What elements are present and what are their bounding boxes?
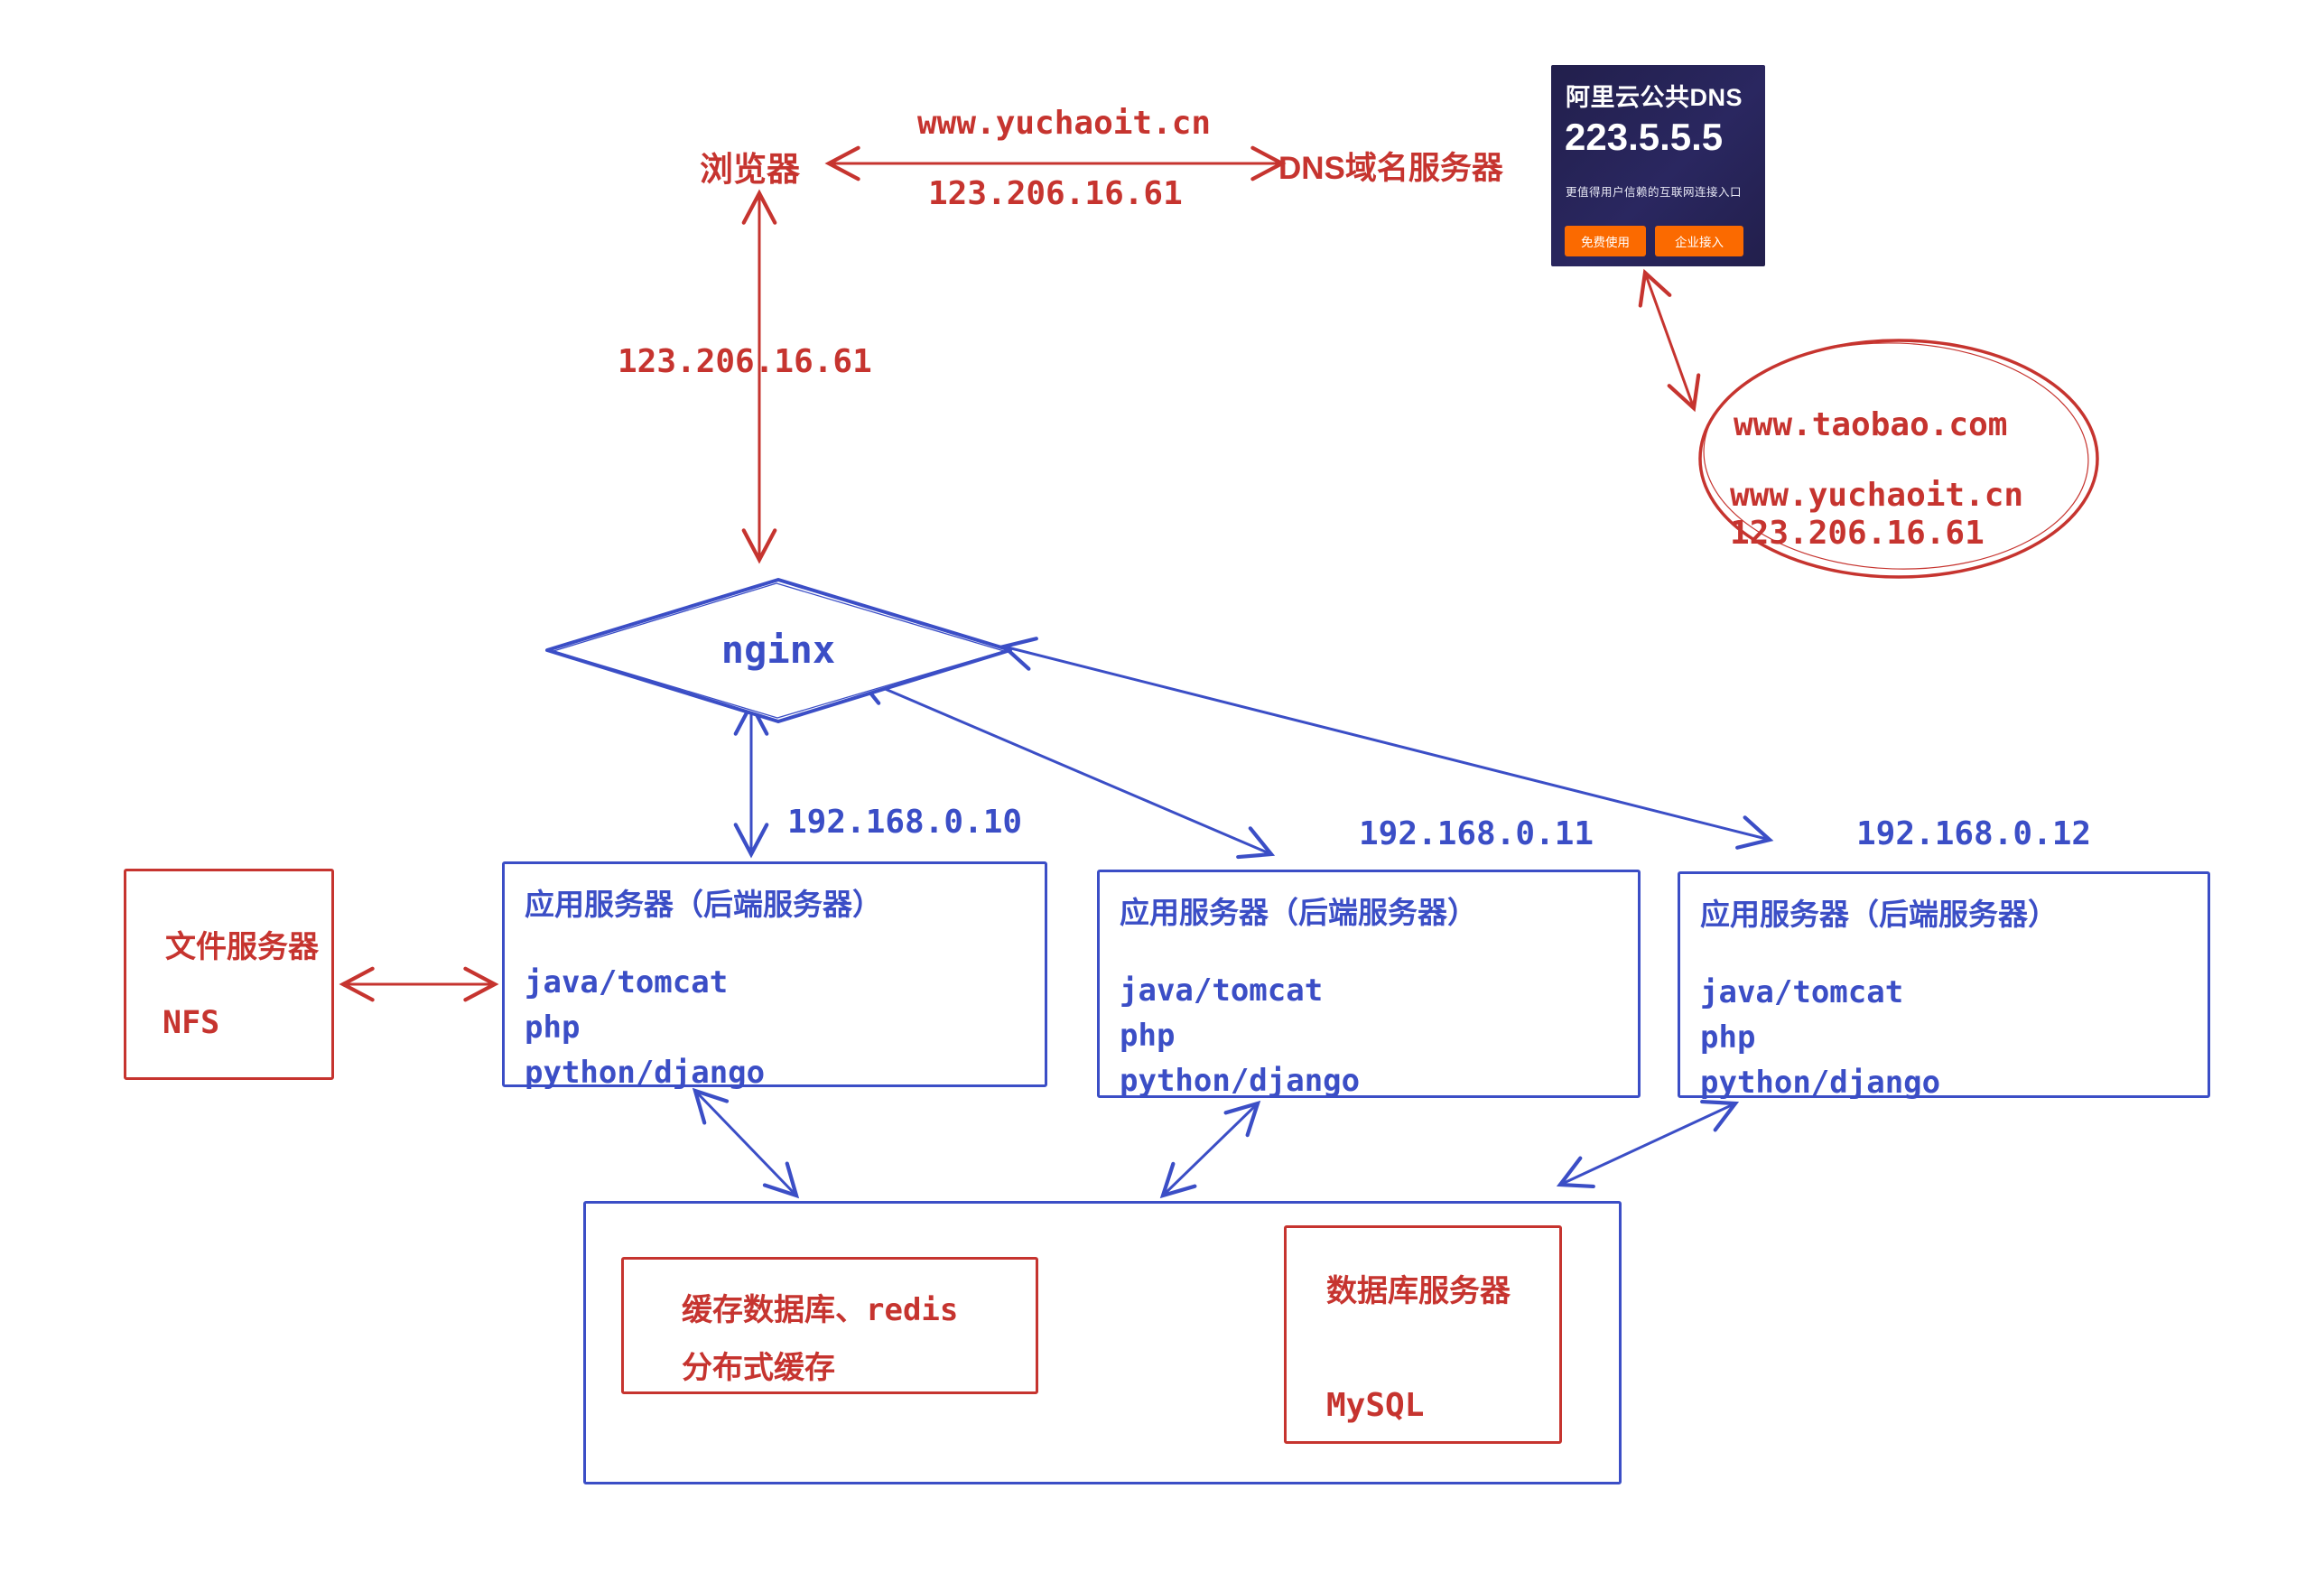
app2-stack: java/tomcat php python/django <box>1120 968 1618 1103</box>
app3-stack-php: php <box>1700 1019 1756 1056</box>
enterprise-access-button[interactable]: 企业接入 <box>1655 226 1743 256</box>
app3-ip-label: 192.168.0.12 <box>1856 815 2092 852</box>
app2-title: 应用服务器（后端服务器） <box>1120 896 1477 929</box>
dns-card-title: 阿里云公共DNS <box>1566 84 1743 111</box>
app2-stack-php: php <box>1120 1018 1176 1054</box>
arrow-app2-datatier <box>1159 1100 1261 1199</box>
resolve-note-domain-yuchaoit: www.yuchaoit.cn <box>1730 477 2024 514</box>
cache-box: 缓存数据库、redis 分布式缓存 <box>621 1257 1038 1394</box>
database-box: 数据库服务器 MySQL <box>1284 1225 1562 1444</box>
app-server-box-2: 应用服务器（后端服务器） java/tomcat php python/djan… <box>1097 870 1641 1099</box>
app2-ip-label: 192.168.0.11 <box>1359 815 1594 852</box>
data-tier-box: 缓存数据库、redis 分布式缓存 数据库服务器 MySQL <box>583 1201 1622 1484</box>
app-server-box-3: 应用服务器（后端服务器） java/tomcat php python/djan… <box>1678 871 2210 1101</box>
app1-title: 应用服务器（后端服务器） <box>525 888 882 921</box>
app1-stack-java: java/tomcat <box>525 964 729 1000</box>
nginx-label: nginx <box>720 628 836 672</box>
free-use-button[interactable]: 免费使用 <box>1565 226 1646 256</box>
cache-line2: 分布式缓存 <box>682 1351 835 1385</box>
app1-stack-python: python/django <box>525 1055 766 1091</box>
app1-ip-label: 192.168.0.10 <box>787 804 1023 841</box>
dns-card-buttons: 免费使用 企业接入 <box>1565 226 1743 256</box>
app2-stack-python: python/django <box>1120 1063 1361 1099</box>
app3-stack-python: python/django <box>1700 1065 1941 1101</box>
nginx-diamond-sketch <box>553 582 1005 719</box>
file-server-box: 文件服务器 NFS <box>124 869 334 1080</box>
app3-title: 应用服务器（后端服务器） <box>1700 898 2058 931</box>
app1-stack: java/tomcat php python/django <box>525 960 1025 1095</box>
dns-server-label: DNS域名服务器 <box>1278 151 1503 186</box>
app3-stack: java/tomcat php python/django <box>1700 970 2188 1105</box>
resolve-note-ellipse-sketch <box>1703 342 2089 570</box>
app-server-box-1: 应用服务器（后端服务器） java/tomcat php python/djan… <box>502 861 1047 1091</box>
request-domain-label: www.yuchaoit.cn <box>917 105 1212 142</box>
browser-label: 浏览器 <box>700 151 800 188</box>
file-server-title: 文件服务器 <box>165 930 319 964</box>
resolve-note-domain-taobao: www.taobao.com <box>1734 406 2008 443</box>
public-ip-label: 123.206.16.61 <box>618 343 872 380</box>
resolve-note-ip: 123.206.16.61 <box>1730 515 1985 552</box>
app2-stack-java: java/tomcat <box>1120 972 1324 1009</box>
app3-stack-java: java/tomcat <box>1700 974 1904 1010</box>
app1-stack-php: php <box>525 1010 581 1046</box>
response-ip-label: 123.206.16.61 <box>928 175 1183 212</box>
database-engine: MySQL <box>1326 1387 1425 1424</box>
cache-line1: 缓存数据库、redis <box>682 1292 959 1328</box>
resolve-note-ellipse <box>1698 339 2099 579</box>
file-server-protocol: NFS <box>163 1005 220 1041</box>
dns-card-ip: 223.5.5.5 <box>1565 116 1724 158</box>
arrow-app1-datatier <box>692 1087 800 1199</box>
nginx-diamond <box>545 578 1012 723</box>
database-title: 数据库服务器 <box>1326 1274 1511 1308</box>
arrow-nginx-app3 <box>999 637 1774 850</box>
arrow-dnscard-resolvenote <box>1638 268 1701 413</box>
arrow-app3-datatier <box>1556 1099 1740 1189</box>
dns-card-subtitle: 更值得用户信赖的互联网连接入口 <box>1566 186 1743 199</box>
aliyun-dns-card: 阿里云公共DNS 223.5.5.5 更值得用户信赖的互联网连接入口 免费使用 … <box>1551 65 1765 266</box>
